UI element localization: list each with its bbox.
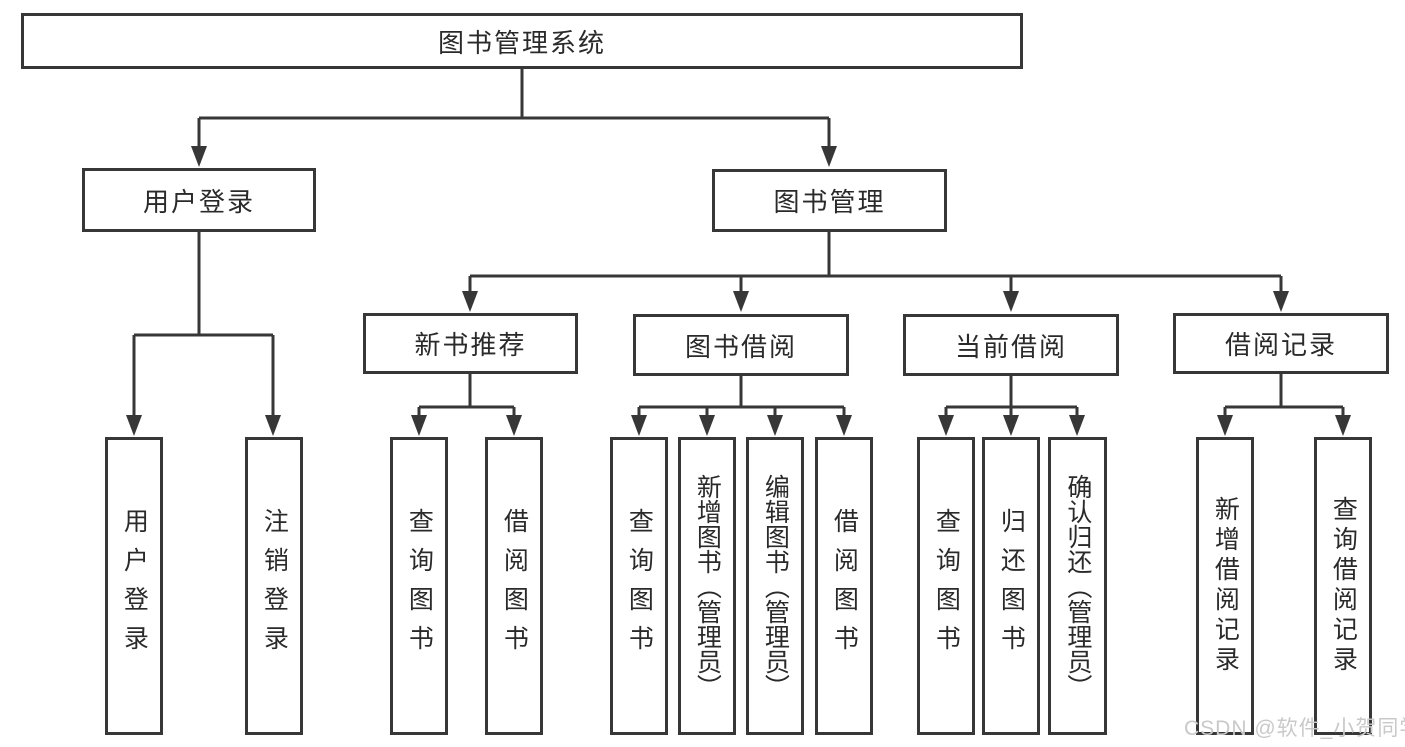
leaf-query-books-current: 查询图书 xyxy=(917,437,975,735)
leaf-label: 归还图书 xyxy=(997,508,1026,664)
node-label: 当前借阅 xyxy=(954,331,1067,362)
leaf-label: 查询图书 xyxy=(625,508,654,664)
leaf-add-books-admin: 新增图书（管理员） xyxy=(678,437,736,735)
node-current-borrow: 当前借阅 xyxy=(903,314,1119,376)
leaf-label: 查询图书 xyxy=(405,508,434,664)
leaf-label: 注销登录 xyxy=(260,508,289,664)
leaf-query-borrow-record: 查询借阅记录 xyxy=(1314,437,1372,735)
leaf-label: 新增图书（管理员） xyxy=(693,473,722,699)
leaf-label: 借阅图书 xyxy=(830,508,859,664)
node-label: 用户登录 xyxy=(142,186,255,217)
leaf-add-borrow-record: 新增借阅记录 xyxy=(1196,437,1254,735)
leaf-label: 查询图书 xyxy=(932,508,961,664)
node-book-management: 图书管理 xyxy=(712,169,947,232)
leaf-label: 用户登录 xyxy=(120,508,149,664)
node-label: 借阅记录 xyxy=(1224,330,1337,360)
csdn-watermark: CSDN @软件_小贺同学 xyxy=(1184,717,1405,740)
leaf-label: 新增借阅记录 xyxy=(1211,496,1240,676)
leaf-label: 查询借阅记录 xyxy=(1329,496,1358,676)
node-borrow-records: 借阅记录 xyxy=(1173,313,1389,374)
leaf-borrow-books: 借阅图书 xyxy=(815,437,873,735)
leaf-borrow-books-recommend: 借阅图书 xyxy=(485,437,543,735)
leaf-return-books: 归还图书 xyxy=(982,437,1040,735)
node-user-login: 用户登录 xyxy=(82,168,316,232)
connector-lines xyxy=(132,69,1345,419)
node-book-borrow: 图书借阅 xyxy=(633,314,849,376)
leaf-user-login: 用户登录 xyxy=(105,437,163,735)
node-new-book-recommend: 新书推荐 xyxy=(363,313,578,374)
leaf-edit-books-admin: 编辑图书（管理员） xyxy=(746,437,804,735)
leaf-query-books-borrow: 查询图书 xyxy=(610,437,668,735)
leaf-confirm-return-admin: 确认归还（管理员） xyxy=(1048,437,1107,735)
node-label: 图书管理 xyxy=(773,187,886,217)
leaf-label: 借阅图书 xyxy=(500,508,529,664)
leaf-label: 编辑图书（管理员） xyxy=(761,473,790,699)
node-label: 图书借阅 xyxy=(684,331,797,362)
leaf-logout: 注销登录 xyxy=(245,437,303,735)
leaf-label: 确认归还（管理员） xyxy=(1063,473,1092,699)
node-root-label: 图书管理系统 xyxy=(437,27,606,58)
node-label: 新书推荐 xyxy=(414,330,527,360)
arrowheads xyxy=(126,146,1351,436)
leaf-query-books-recommend: 查询图书 xyxy=(390,437,448,735)
node-root: 图书管理系统 xyxy=(21,13,1023,69)
